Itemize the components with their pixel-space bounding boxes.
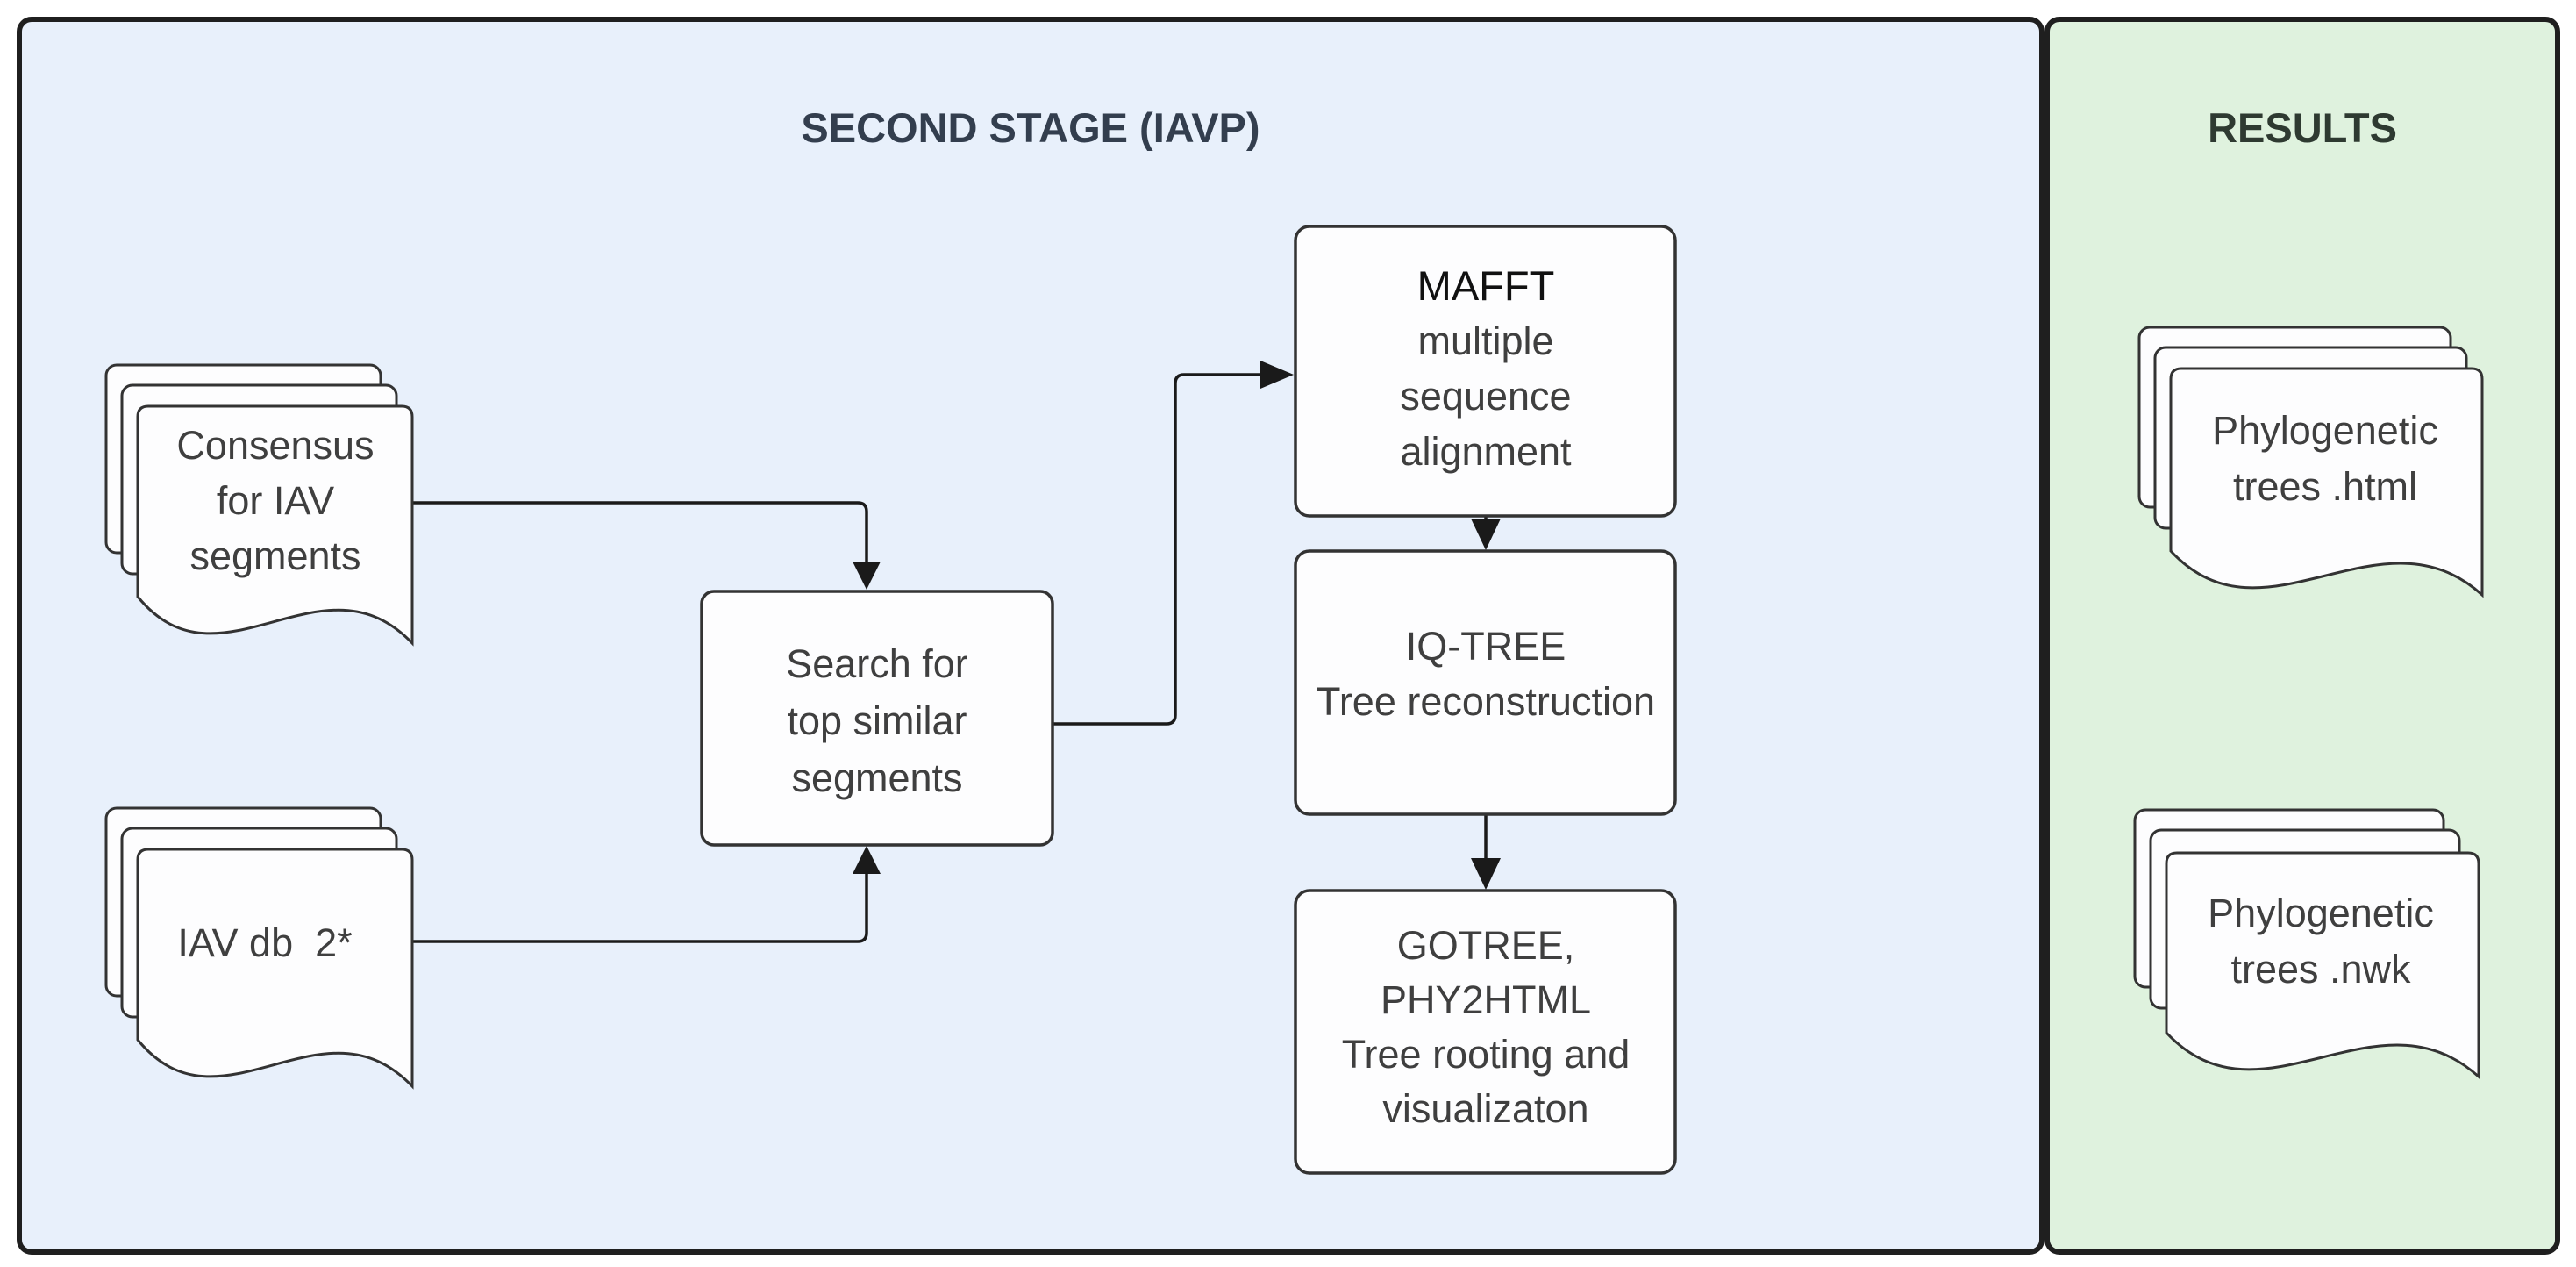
arrowhead-down-icon: [1471, 519, 1501, 550]
consensus-doc-label: Consensus: [176, 423, 374, 468]
connector-line: [412, 501, 868, 563]
doc-sheet-front: [2169, 367, 2484, 598]
gotree-box-label: visualizaton: [1382, 1086, 1588, 1131]
mafft-box: MAFFT multiple sequence alignment: [1294, 225, 1677, 518]
mafft-box-label: alignment: [1400, 429, 1572, 474]
trees-html-doc: Phylogenetic trees .html: [2137, 326, 2484, 598]
results-panel: [2044, 17, 2560, 1255]
connector-iqtree-to-gotree: [1471, 814, 1501, 890]
trees-html-doc-label: trees .html: [2233, 464, 2417, 509]
arrowhead-down-icon: [1471, 858, 1501, 890]
search-box-label: top similar: [787, 698, 967, 743]
arrowhead-up-icon: [853, 846, 881, 874]
trees-nwk-doc: Phylogenetic trees .nwk: [2133, 808, 2480, 1080]
trees-html-doc-label: Phylogenetic: [2212, 408, 2438, 453]
connector-search-to-mafft: [1053, 361, 1294, 726]
iqtree-box-label: Tree reconstruction: [1317, 679, 1655, 724]
iqtree-box-label: IQ-TREE: [1406, 624, 1566, 669]
trees-nwk-doc-label: Phylogenetic: [2208, 891, 2434, 935]
doc-sheet-front: [136, 404, 414, 647]
arrowhead-right-icon: [1260, 361, 1294, 389]
second-stage-title: SECOND STAGE (IAVP): [801, 104, 1259, 151]
iav-db-doc: IAV db 2*: [104, 806, 414, 1090]
process-box: [1294, 549, 1677, 816]
results-title: RESULTS: [2208, 104, 2397, 151]
gotree-box-label: Tree rooting and: [1342, 1032, 1631, 1077]
gotree-box-label: PHY2HTML: [1381, 977, 1591, 1022]
doc-sheet-front: [2165, 851, 2480, 1080]
gotree-box: GOTREE, PHY2HTML Tree rooting and visual…: [1294, 889, 1677, 1175]
doc-sheet-front: [136, 848, 414, 1090]
arrowhead-down-icon: [853, 562, 881, 590]
iav-db-doc-label: IAV db 2*: [177, 920, 352, 965]
consensus-doc-label: segments: [189, 533, 360, 578]
connector-consensus-to-search: [412, 501, 881, 590]
consensus-doc-label: for IAV: [217, 478, 334, 523]
mafft-box-label: sequence: [1400, 374, 1571, 419]
trees-nwk-doc-label: trees .nwk: [2230, 947, 2411, 991]
search-box-label: segments: [791, 755, 962, 800]
search-box: Search for top similar segments: [700, 590, 1054, 847]
connector-line: [1053, 373, 1262, 726]
connector-iavdb-to-search: [412, 846, 881, 943]
gotree-box-label: GOTREE,: [1397, 923, 1575, 968]
search-box-label: Search for: [786, 641, 968, 686]
mafft-box-title: MAFFT: [1417, 262, 1555, 309]
process-box: [1294, 225, 1677, 518]
connector-line: [412, 872, 868, 943]
process-box: [1294, 889, 1677, 1175]
process-box: [700, 590, 1054, 847]
mafft-box-label: multiple: [1417, 319, 1553, 363]
iqtree-box: IQ-TREE Tree reconstruction: [1294, 549, 1677, 816]
consensus-doc: Consensus for IAV segments: [104, 363, 414, 647]
